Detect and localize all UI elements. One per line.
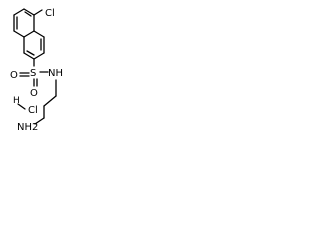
- ring-bond-top-left: [13, 8, 25, 16]
- chlorine-bond: [33, 9, 43, 16]
- amine-label: NH2: [17, 122, 38, 133]
- hydrogen-chloride-bond: [17, 103, 26, 110]
- chlorine-top-label: Cl: [45, 8, 55, 19]
- nh-label: NH: [48, 68, 63, 79]
- ring-bond-lower-right: [33, 52, 45, 60]
- ring-bond-right-upper: [33, 30, 45, 38]
- hydrogen-label: H: [13, 96, 20, 106]
- naphthalene-ring: [13, 8, 45, 60]
- chemical-structure: Cl S O O NH H Cl NH2: [10, 8, 63, 133]
- ring-bond-lower-left: [23, 52, 35, 60]
- ring-double-bond-lower-inner: [26, 50, 35, 56]
- sulfur-label: S: [30, 68, 36, 79]
- sulfonyl-group: S O O NH: [10, 58, 63, 99]
- ring-double-bond-upper-right: [24, 11, 32, 17]
- chain-bond-3: [34, 117, 45, 125]
- salt-fragment: H Cl: [13, 96, 38, 116]
- chain-bond-1: [43, 95, 57, 107]
- chloro-substituent: Cl: [33, 8, 55, 19]
- ring-bond-center-lower: [23, 30, 35, 38]
- ring-bond-left-lower: [13, 30, 25, 38]
- ethylamine-chain: NH2: [17, 79, 57, 133]
- ring-bond-top-right: [23, 8, 35, 16]
- chloride-label: Cl: [28, 105, 38, 116]
- oxygen-right-label: O: [30, 88, 38, 99]
- oxygen-left-label: O: [10, 70, 18, 81]
